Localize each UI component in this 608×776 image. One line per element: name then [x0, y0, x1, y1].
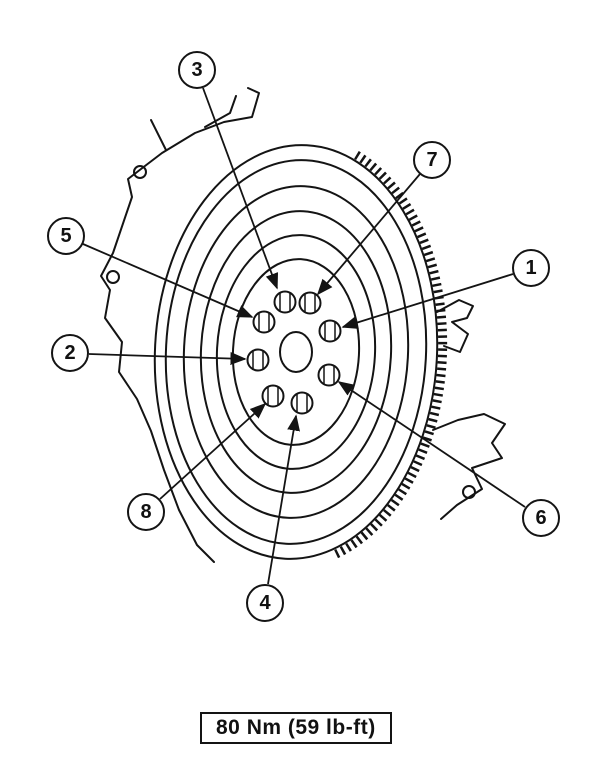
bolt: [246, 348, 270, 372]
bellhousing-outline: [100, 87, 260, 563]
callout-7: 7: [413, 141, 451, 179]
flywheel-ring: [199, 210, 393, 494]
right-bracket-outline: [432, 299, 506, 520]
crankshaft-pilot-hole: [279, 331, 313, 373]
callout-arrow-5: [82, 243, 254, 318]
callout-arrow-4: [267, 414, 300, 585]
callout-arrow-7: [316, 173, 421, 296]
flywheel: [153, 144, 448, 560]
bolt: [261, 384, 285, 408]
callout-arrow-1: [341, 273, 514, 329]
bolt: [290, 391, 314, 415]
bolt: [273, 290, 297, 314]
torque-spec-label: 80 Nm (59 lb-ft): [200, 712, 392, 744]
callout-1: 1: [512, 249, 550, 287]
callout-6: 6: [522, 499, 560, 537]
callout-arrow-8: [159, 402, 267, 500]
bolt: [317, 363, 341, 387]
callout-arrow-6: [337, 381, 526, 508]
bolt: [318, 319, 342, 343]
flywheel-ring: [215, 234, 377, 470]
callout-8: 8: [127, 493, 165, 531]
callout-5: 5: [47, 217, 85, 255]
callout-arrow-2: [88, 352, 247, 366]
bracket-hole: [462, 485, 476, 499]
callout-4: 4: [246, 584, 284, 622]
flywheel-ring: [182, 185, 410, 519]
bolt: [252, 310, 276, 334]
bolt: [298, 291, 322, 315]
flange-hole: [106, 270, 120, 284]
flange-hole: [133, 165, 147, 179]
callout-arrows: [82, 87, 526, 585]
callout-2: 2: [51, 334, 89, 372]
callout-arrow-3: [202, 87, 279, 290]
callout-3: 3: [178, 51, 216, 89]
flywheel-ring: [164, 159, 428, 545]
